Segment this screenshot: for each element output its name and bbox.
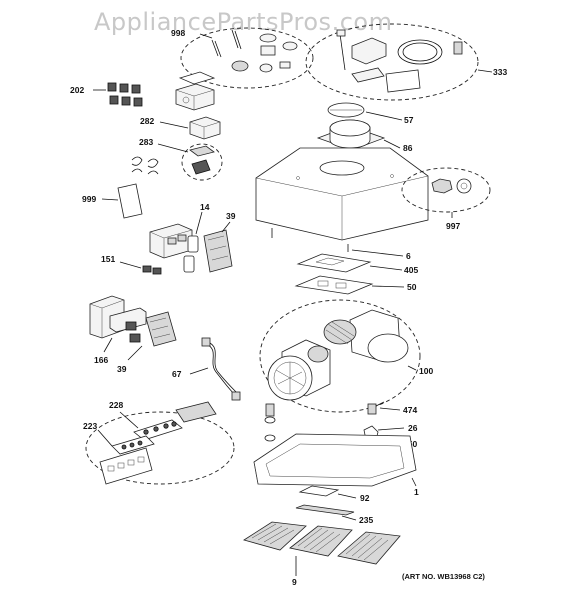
callout-14: 14 (200, 202, 210, 212)
callout-282: 282 (140, 116, 154, 126)
callout-67: 67 (172, 369, 182, 379)
callout-166: 166 (94, 355, 108, 365)
blower-assembly-group (259, 299, 421, 413)
bracket-part (351, 37, 387, 65)
lamp-holder-part (264, 403, 276, 442)
plug-part (453, 41, 463, 55)
callout-999: 999 (82, 194, 96, 204)
lamp-sockets-part (142, 265, 162, 275)
screw-part (211, 29, 242, 58)
callout-86: 86 (403, 143, 413, 153)
lens-part (298, 485, 340, 497)
control-panel-group (85, 401, 235, 485)
bolt-head-part (336, 29, 346, 37)
callout-26: 26 (408, 423, 418, 433)
hood-housing-part (255, 147, 429, 241)
callout-9: 9 (292, 577, 297, 587)
clip-part (260, 45, 276, 56)
hardware-kit-group (180, 27, 314, 89)
control-board-part (203, 229, 233, 273)
callout-39b: 39 (117, 364, 127, 374)
wire-harness-part (201, 337, 241, 401)
filter-clip-part (295, 504, 355, 516)
light-lens-part (296, 253, 372, 273)
control-bracket-part (149, 223, 193, 259)
callout-283: 283 (139, 137, 153, 147)
power-cord-part (397, 39, 443, 65)
instruction-card-part (385, 69, 421, 93)
callout-997: 997 (446, 221, 460, 231)
art-number: (ART NO. WB13968 C2) (402, 572, 485, 581)
bottom-pan-part (253, 433, 417, 487)
grease-filters-part (243, 521, 401, 565)
blower-boundary (259, 299, 421, 413)
callout-223: 223 (83, 421, 97, 431)
bolt-part (339, 33, 346, 71)
install-kit-group (305, 23, 493, 101)
install-kit-boundary (305, 23, 479, 101)
callout-151: 151 (101, 254, 115, 264)
callout-6: 6 (406, 251, 411, 261)
callout-50: 50 (407, 282, 417, 292)
lamp-socket-part (367, 401, 385, 415)
callout-1: 1 (414, 487, 419, 497)
washer-part (282, 41, 298, 51)
terminal-block-part (189, 116, 221, 140)
callout-39a: 39 (226, 211, 236, 221)
callout-57: 57 (404, 115, 414, 125)
callout-474: 474 (403, 405, 417, 415)
literature-part (117, 183, 143, 219)
control-panel-boundary (85, 411, 235, 485)
washer-part (259, 63, 273, 73)
circuit-board-part (125, 311, 177, 347)
light-diffuser-part (294, 275, 374, 295)
callout-100: 100 (419, 366, 433, 376)
callout-228: 228 (109, 400, 123, 410)
callout-333: 333 (493, 67, 507, 77)
wire-connectors-part (93, 82, 143, 107)
callout-405: 405 (404, 265, 418, 275)
callout-235: 235 (359, 515, 373, 525)
bracket-part (351, 67, 385, 83)
clips-part (131, 156, 159, 175)
hardware-kit-boundary (180, 27, 314, 89)
capacitor-part (183, 235, 199, 273)
switch-housing-part (89, 295, 147, 339)
callout-92: 92 (360, 493, 370, 503)
grommet-part (231, 60, 249, 72)
washer-part (259, 33, 277, 43)
site-watermark: AppliancePartsPros.com (94, 8, 392, 36)
nut-washer-group (401, 167, 491, 218)
callout-202: 202 (70, 85, 84, 95)
callout-998: 998 (171, 28, 185, 38)
junction-box-part (175, 71, 216, 111)
spacer-part (279, 61, 291, 69)
duct-adapter-part (316, 119, 386, 151)
switch-part (181, 143, 223, 181)
